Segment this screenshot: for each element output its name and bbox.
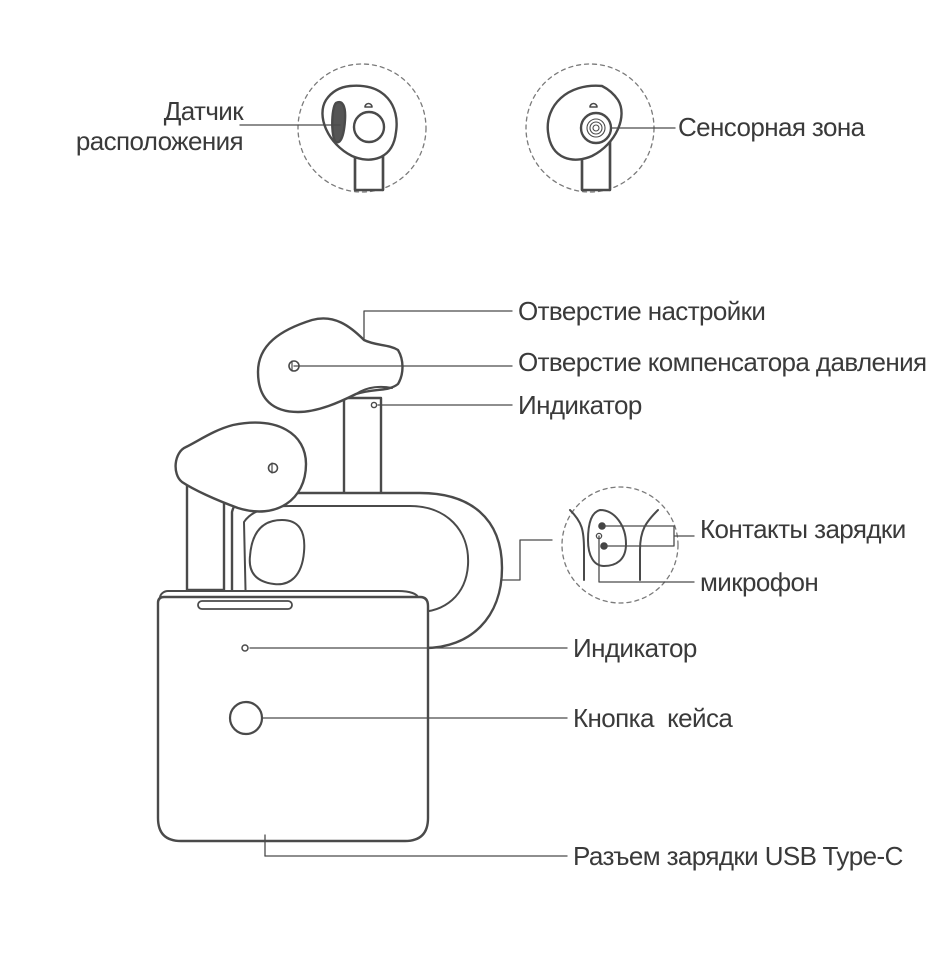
touch-zoom-circle — [525, 63, 655, 193]
sensor-zoom-circle — [297, 63, 427, 193]
touch-zone-label: Сенсорная зона — [678, 112, 865, 142]
case-button-label: Кнопка кейса — [573, 703, 733, 733]
left-earbud — [174, 421, 308, 592]
position-sensor-label-line2: расположения — [75, 126, 244, 156]
position-sensor-label-line1: Датчик — [163, 96, 244, 126]
right-earbud-head — [256, 317, 404, 414]
position-sensor-icon — [331, 101, 347, 144]
mic-zoom-circle — [561, 486, 679, 604]
microphone-label: микрофон — [700, 567, 819, 597]
leader-lines — [239, 124, 695, 857]
case-indicator-dot — [241, 644, 249, 652]
case-indicator-label: Индикатор — [573, 633, 697, 663]
usb-port-label: Разъем зарядки USB Type-C — [573, 841, 903, 871]
pressure-hole-label: Отверстие компенсатора давления — [518, 347, 927, 377]
charging-contacts-label: Контакты зарядки — [700, 514, 906, 544]
tuning-hole-label: Отверстие настройки — [518, 296, 766, 326]
fingerprint-icon — [586, 118, 606, 138]
position-sensor-label: Датчик расположения — [60, 96, 244, 156]
charging-contact-icon — [598, 522, 606, 530]
earbud-indicator-label: Индикатор — [518, 390, 642, 420]
charging-case — [156, 491, 504, 857]
